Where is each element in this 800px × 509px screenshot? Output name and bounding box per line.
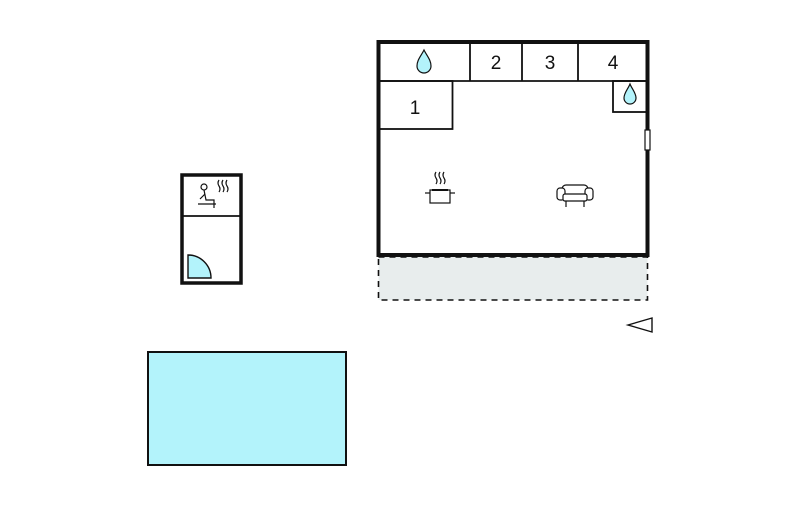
room-1: [377, 80, 454, 130]
main-house-outline: [376, 40, 650, 257]
annex: [180, 173, 243, 285]
room-number-4: 4: [608, 53, 619, 74]
water-drop-icon: [623, 82, 637, 105]
water-drop-icon: [416, 48, 432, 74]
shower-icon: [187, 254, 212, 279]
room-number-3: 3: [545, 53, 556, 74]
terrace: [377, 256, 649, 301]
sauna-icon: [198, 179, 229, 208]
pool: [147, 351, 347, 466]
main-house: 2 3 4 1: [376, 40, 651, 257]
room-number-2: 2: [491, 53, 502, 74]
sofa-icon: [556, 184, 594, 207]
small-washroom: [612, 80, 649, 113]
cooking-pot-icon: [425, 171, 455, 204]
door-icon: [644, 129, 651, 151]
north-arrow-icon: [625, 317, 653, 333]
room-number-1: 1: [410, 98, 421, 119]
